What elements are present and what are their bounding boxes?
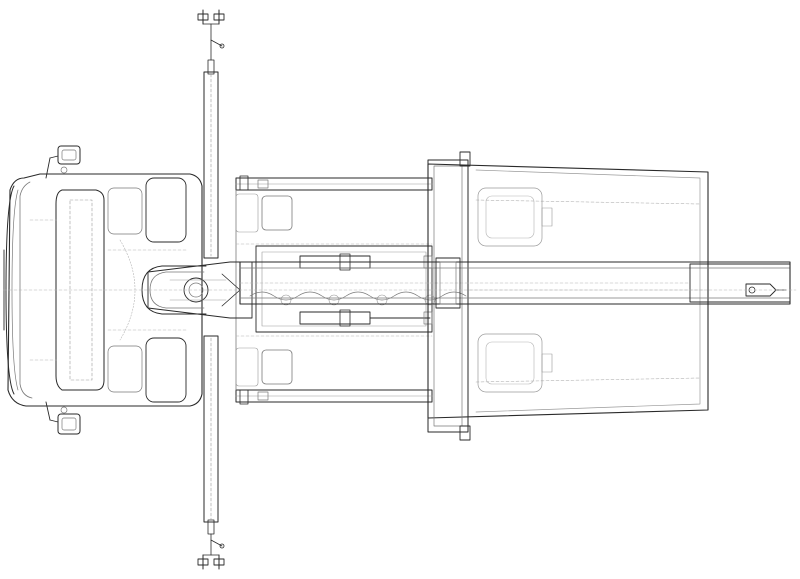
dump-body bbox=[427, 151, 709, 441]
boom-arm bbox=[239, 257, 791, 309]
windshield bbox=[55, 189, 105, 391]
bottom-outrigger-pad bbox=[197, 533, 225, 570]
bin-rear-wheel-top bbox=[477, 187, 553, 247]
top-outrigger bbox=[197, 9, 225, 259]
top-outrigger-pad bbox=[197, 9, 225, 61]
bin-rear-wheel-bottom bbox=[477, 333, 553, 393]
left-mirror bbox=[45, 145, 81, 179]
bottom-outrigger bbox=[197, 335, 225, 570]
pivot-chain bbox=[249, 291, 467, 306]
side-tank-top bbox=[235, 193, 293, 233]
cab-roof-detail bbox=[29, 177, 187, 403]
right-mirror bbox=[45, 401, 81, 435]
side-tank-bottom bbox=[235, 347, 293, 387]
